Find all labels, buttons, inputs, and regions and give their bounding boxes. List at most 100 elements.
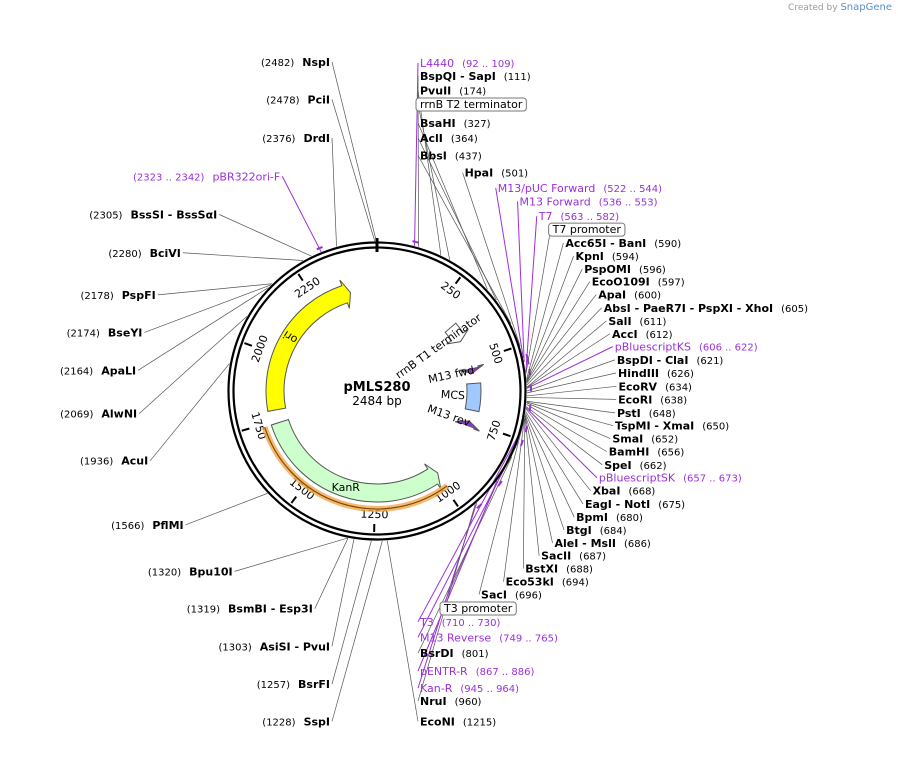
site-label-bsrdi[interactable]: BsrDI(801) [420,647,489,660]
site-label-m13-reverse[interactable]: M13 Reverse(749 .. 765) [420,631,558,644]
site-label-name: pBR322ori-F [212,170,280,183]
site-label-pspomi[interactable]: PspOMI(596) [584,263,666,276]
site-label-bcivi[interactable]: BciVI(2280) [108,247,181,260]
connector-l4440 [414,62,419,246]
site-label-econi[interactable]: EcoNI(1215) [420,715,496,728]
site-label-drdi[interactable]: DrdI(2376) [262,132,330,145]
site-label-acc65i-bani[interactable]: Acc65I - BanI(590) [565,237,681,250]
site-label-nrui[interactable]: NruI(960) [420,695,482,708]
scale-tick [454,276,462,285]
site-label-name: BpmI [576,511,608,524]
feature-mcs[interactable] [464,382,482,413]
site-label-pbluescriptks[interactable]: pBluescriptKS(606 .. 622) [615,341,758,354]
site-label-position: (522 .. 544) [603,184,662,195]
site-label-bstxi[interactable]: BstXI(688) [525,563,593,576]
site-label-asisi-pvui[interactable]: AsiSI - PvuI(1303) [219,640,331,653]
connector-absi-paer7i-pspxi-xhoi [526,307,602,386]
site-label-bamhi[interactable]: BamHI(656) [609,446,685,459]
site-label-rrnb-t2-terminator[interactable]: rrnB T2 terminator [415,97,527,112]
plasmid-name: pMLS280 [343,380,410,395]
feature-rrnb-t1-terminator[interactable] [444,322,469,345]
site-label-pbluescriptsk[interactable]: pBluescriptSK(657 .. 673) [599,472,742,485]
site-label-bpmi[interactable]: BpmI(680) [576,511,643,524]
site-label-alwni[interactable]: AlwNI(2069) [60,408,137,421]
site-label-bspdi-clai[interactable]: BspDI - ClaI(621) [617,354,724,367]
connector-pvuii [417,90,442,256]
site-label-pspfi[interactable]: PspFI(2178) [81,289,156,302]
site-label-bpu10i[interactable]: Bpu10I(1320) [148,565,233,578]
site-label-eagi-noti[interactable]: EagI - NotI(675) [585,498,685,511]
connector-pbr322ori-f [281,176,322,253]
feature-m13-rev[interactable] [455,420,480,432]
label-box [439,601,517,616]
site-label-t7-promoter[interactable]: T7 promoter [548,222,626,237]
site-label-name: HpaI [465,167,494,180]
site-label-acui[interactable]: AcuI(1936) [80,455,148,468]
site-label-nspi[interactable]: NspI(2482) [261,56,330,69]
site-label-pvuii[interactable]: PvuII(174) [420,84,486,97]
site-label-position: (945 .. 964) [460,684,519,695]
site-label-hpai[interactable]: HpaI(501) [465,167,529,180]
connector-pentr-r [417,480,498,672]
feature-label-m13-fwd: M13 fwd [427,364,475,386]
site-label-position: (648) [649,409,676,420]
site-label-position: (327) [464,119,491,130]
site-label-position: (2305) [89,211,122,222]
site-label-alei-msli[interactable]: AleI - MslI(686) [555,537,651,550]
scale-tick [503,347,512,352]
feature-kanr[interactable] [270,418,442,503]
site-label-ecorv[interactable]: EcoRV(634) [618,380,692,393]
site-label-name: BssSI - BssSαI [130,209,217,222]
site-label-bspqi-sapi[interactable]: BspQI - SapI(111) [420,70,531,83]
site-label-position: (2069) [60,410,93,421]
site-label-bbsi[interactable]: BbsI(437) [420,149,482,162]
site-label-bseyi[interactable]: BseYI(2174) [67,326,143,339]
site-label-t3-promoter[interactable]: T3 promoter [439,601,517,616]
site-label-sali[interactable]: SalI(611) [608,315,666,328]
site-label-t3[interactable]: T3(710 .. 730) [419,616,501,629]
site-label-tspmi-xmai[interactable]: TspMI - XmaI(650) [615,420,729,433]
site-label-pflmi[interactable]: PflMI(1566) [111,519,184,532]
site-label-apai[interactable]: ApaI(600) [598,289,661,302]
site-label-bsrfi[interactable]: BsrFI(1257) [257,678,330,691]
site-label-name: SpeI [604,459,631,472]
site-label-acli[interactable]: AclI(364) [420,132,478,145]
site-label-name: M13/pUC Forward [498,182,596,195]
site-label-pentr-r[interactable]: pENTR-R(867 .. 886) [420,665,534,678]
site-label-position: (2376) [262,134,295,145]
site-label-btgi[interactable]: BtgI(684) [566,524,627,537]
feature-m13-fwd[interactable] [458,363,485,374]
connector-bseyi [144,284,272,333]
site-label-position: (657 .. 673) [683,474,742,485]
site-label-spei[interactable]: SpeI(662) [604,459,666,472]
site-label-kpni[interactable]: KpnI(594) [576,250,639,263]
connector-ecori [526,397,617,400]
site-label-acci[interactable]: AccI(612) [612,328,673,341]
site-label-eco53ki[interactable]: Eco53kI(694) [506,576,589,589]
site-label-bsahi[interactable]: BsaHI (327) [420,117,491,130]
site-label-l4440[interactable]: L4440(92 .. 109) [420,57,515,70]
site-label-saci[interactable]: SacI(696) [481,589,542,602]
site-label-pbr322ori-f[interactable]: pBR322ori-F(2323 .. 2342) [133,170,280,183]
site-label-m13-puc-forward[interactable]: M13/pUC Forward (522 .. 544) [498,182,662,195]
site-label-pcii[interactable]: PciI(2478) [266,93,330,106]
site-label-bsssi-bsss-i[interactable]: BssSI - BssSαI (2305) [89,209,217,222]
site-label-m13-forward[interactable]: M13 Forward(536 .. 553) [520,195,658,208]
site-label-smai[interactable]: SmaI(652) [612,433,678,446]
connector-ecorv [526,385,617,397]
site-label-hindiii[interactable]: HindIII(626) [618,367,694,380]
site-label-xbai[interactable]: XbaI(668) [593,485,656,498]
primer-mark-t3 [524,425,528,433]
site-label-sacii[interactable]: SacII(687) [541,550,606,563]
site-label-absi-paer7i-pspxi-xhoi[interactable]: AbsI - PaeR7I - PspXI - XhoI(605) [604,302,808,315]
site-label-ecori[interactable]: EcoRI(638) [618,393,687,406]
site-label-name: BsaHI [420,117,456,130]
site-label-psti[interactable]: PstI(648) [617,407,676,420]
site-label-apali[interactable]: ApaLI(2164) [60,364,136,377]
site-label-kan-r[interactable]: Kan-R(945 .. 964) [420,682,519,695]
site-label-ecoo109i[interactable]: EcoO109I(597) [592,276,685,289]
site-label-sspi[interactable]: SspI(1228) [262,715,330,728]
site-label-t7[interactable]: T7(563 .. 582) [538,210,620,223]
feature-ori[interactable] [265,279,351,412]
site-label-bsmbi-esp3i[interactable]: BsmBI - Esp3I(1319) [187,603,313,616]
